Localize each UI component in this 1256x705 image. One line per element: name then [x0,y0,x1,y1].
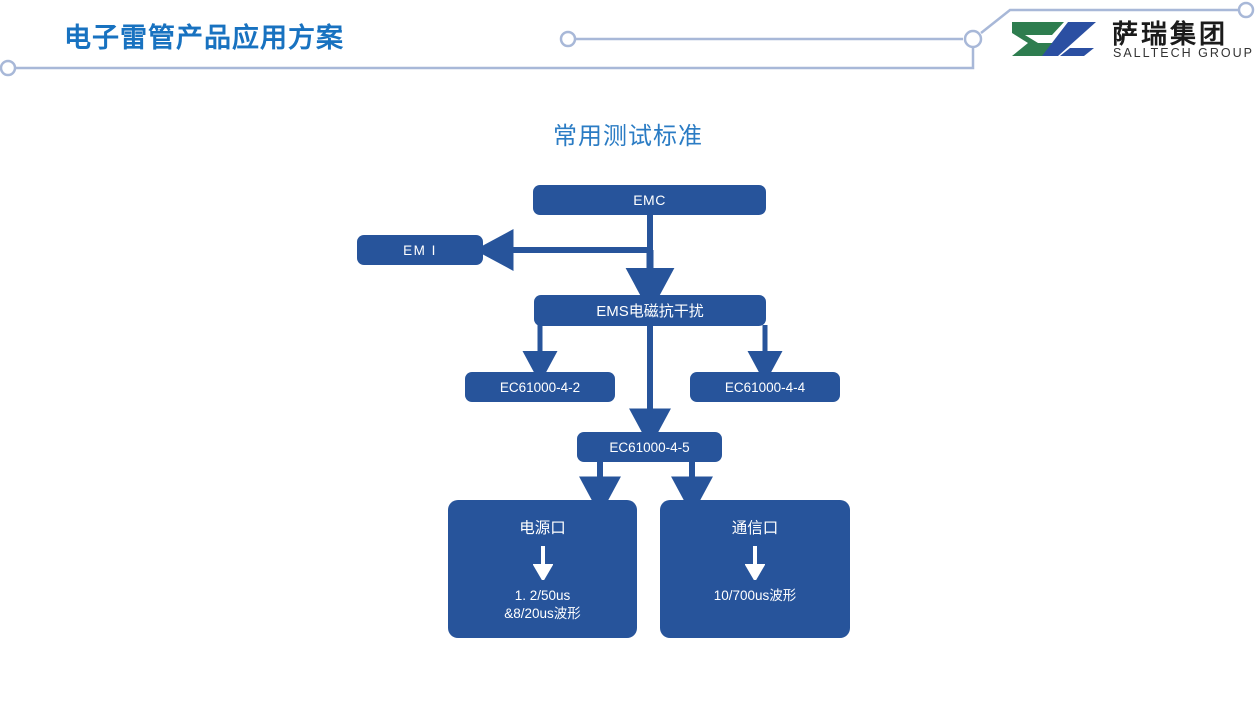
logo-name-cn: 萨瑞集团 [1112,20,1229,50]
salltech-logo-mark-icon [1012,22,1096,56]
node-comm-port-title: 通信口 [731,520,779,537]
node-ec61000-4-5[interactable]: EC61000-4-5 [577,432,722,462]
node-emi-label: EM I [403,242,437,258]
brand-logo: 萨瑞集团 SALLTECH GROUP [1008,14,1252,72]
deco-circle-topright [1237,1,1255,19]
node-power-port[interactable]: 电源口 1. 2/50us &8/20us波形 [448,500,637,638]
slide-title: 常用测试标准 [553,123,703,150]
node-ec61000-4-2-label: EC61000-4-2 [499,379,581,395]
node-ec61000-4-2[interactable]: EC61000-4-2 [465,372,615,402]
node-comm-port-body: 10/700us波形 [713,587,797,603]
deco-circle-right [963,29,983,49]
edge-emc-emi [474,215,653,271]
down-arrow-icon [532,545,553,580]
node-ec61000-4-4-label: EC61000-4-4 [724,379,806,395]
node-ec61000-4-5-label: EC61000-4-5 [609,439,690,455]
node-emi[interactable]: EM I [357,235,483,265]
deco-circle-left [0,59,17,77]
node-comm-port[interactable]: 通信口 10/700us波形 [660,500,850,638]
logo-name-en: SALLTECH GROUP [1113,46,1254,60]
page-header: 电子雷管产品应用方案 萨瑞集团 SALLTECH GROUP [0,0,1256,90]
node-emc[interactable]: EMC [533,185,766,215]
header-decoration-lines [0,1,1255,77]
node-power-port-title: 电源口 [519,520,566,537]
node-ems[interactable]: EMS电磁抗干扰 [534,295,766,326]
deco-circle-mid [559,30,577,48]
node-ec61000-4-4[interactable]: EC61000-4-4 [690,372,840,402]
page-title: 电子雷管产品应用方案 [64,23,344,53]
node-power-port-body: 1. 2/50us &8/20us波形 [504,587,581,622]
down-arrow-icon [745,545,765,580]
node-emc-label: EMC [633,192,666,208]
node-ems-label: EMS电磁抗干扰 [596,303,704,320]
